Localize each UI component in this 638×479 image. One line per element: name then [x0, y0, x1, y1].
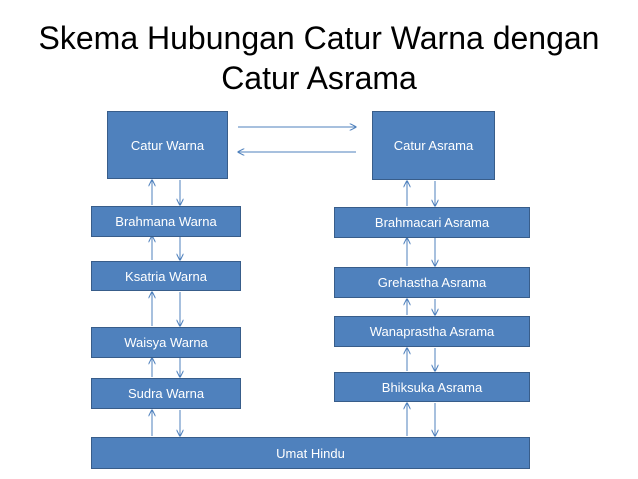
box-brahmana-warna: Brahmana Warna — [91, 206, 241, 237]
box-brahmana-warna-label: Brahmana Warna — [115, 214, 217, 229]
box-sudra-warna-label: Sudra Warna — [127, 386, 205, 401]
title-line-1: Skema Hubungan Catur Warna dengan — [38, 20, 600, 56]
box-waisya-warna: Waisya Warna — [91, 327, 241, 358]
box-umat-hindu-label: Umat Hindu — [276, 445, 345, 461]
box-grehastha-asrama-label: Grehastha Asrama — [377, 275, 487, 290]
box-bhiksuka-asrama: Bhiksuka Asrama — [334, 372, 530, 402]
diagram-title: Skema Hubungan Catur Warna dengan Catur … — [0, 18, 638, 98]
box-wanaprastha-asrama-label: Wanaprastha Asrama — [369, 324, 495, 339]
box-brahmacari-asrama-label: Brahmacari Asrama — [374, 215, 490, 230]
box-ksatria-warna-label: Ksatria Warna — [125, 268, 207, 284]
box-waisya-warna-label: Waisya Warna — [124, 335, 208, 350]
box-catur-asrama: Catur Asrama — [372, 111, 495, 180]
box-grehastha-asrama: Grehastha Asrama — [334, 267, 530, 298]
box-catur-warna-label: Catur Warna — [130, 137, 205, 153]
box-sudra-warna: Sudra Warna — [91, 378, 241, 409]
title-line-2: Catur Asrama — [221, 60, 417, 96]
box-umat-hindu: Umat Hindu — [91, 437, 530, 469]
box-wanaprastha-asrama: Wanaprastha Asrama — [334, 316, 530, 347]
box-ksatria-warna: Ksatria Warna — [91, 261, 241, 291]
box-brahmacari-asrama: Brahmacari Asrama — [334, 207, 530, 238]
box-catur-asrama-label: Catur Asrama — [393, 138, 474, 153]
box-bhiksuka-asrama-label: Bhiksuka Asrama — [381, 379, 483, 395]
box-catur-warna: Catur Warna — [107, 111, 228, 179]
